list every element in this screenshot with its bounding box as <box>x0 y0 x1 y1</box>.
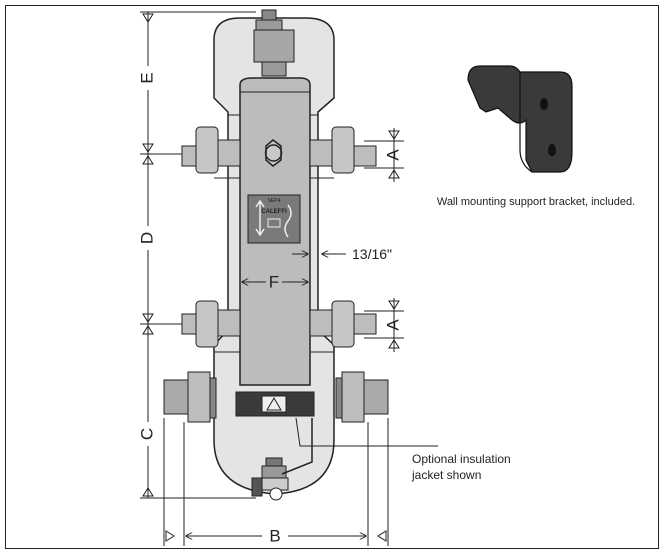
upper-right-union <box>309 126 377 174</box>
insulation-leader-line <box>295 417 438 447</box>
insulation-caption-line1: Optional insulation <box>412 452 511 466</box>
plate-swirl-icon <box>284 204 292 238</box>
insulation-caption-line2: jacket shown <box>411 468 481 482</box>
air-vent-base <box>261 61 287 77</box>
drain-neck <box>265 457 283 467</box>
warning-triangle-icon <box>266 397 282 411</box>
right-dimension-lines <box>364 128 404 352</box>
dimension-b-label: B <box>269 526 280 545</box>
dimension-b-outer-arrows <box>165 530 387 542</box>
hex-plug-ring <box>264 144 283 162</box>
lower-left-union <box>181 300 241 348</box>
left-dimension-arrows <box>142 13 154 497</box>
drain-hose-line <box>281 418 313 475</box>
dimension-d-label: D <box>137 232 156 244</box>
upper-left-union <box>181 126 241 174</box>
plate-magnet-icon <box>267 218 281 228</box>
lower-right-union <box>309 300 377 348</box>
drain-body <box>261 465 287 479</box>
dim-d-bg <box>138 226 158 250</box>
caleffi-label-plate: SEP4 CALEFFI <box>247 194 301 244</box>
left-dimension-lines <box>140 11 256 499</box>
dimension-a-upper-label: A <box>383 149 402 161</box>
hex-plug <box>265 139 282 167</box>
drain-cap <box>269 487 283 501</box>
insulation-gap-label: 13/16" <box>352 246 392 262</box>
right-alt-fitting <box>335 371 389 423</box>
drawing-frame <box>5 5 659 549</box>
dimension-f-label: F <box>269 272 279 291</box>
dimension-b-lines <box>163 418 389 546</box>
air-vent-cap <box>261 9 277 21</box>
dim-e-bg <box>138 66 158 90</box>
wall-bracket-image <box>467 65 573 173</box>
dimension-c-label: C <box>137 428 156 440</box>
plate-brand: CALEFFI <box>261 209 287 215</box>
air-vent-nut <box>255 19 283 31</box>
bracket-caption: Wall mounting support bracket, included. <box>437 196 635 208</box>
plate-flow-arrow-icon <box>255 199 265 237</box>
dim-c-bg <box>138 422 158 446</box>
dimension-a-lower-label: A <box>383 319 402 331</box>
dimension-e-label: E <box>137 72 156 83</box>
drain-handle <box>251 477 263 497</box>
right-dimension-arrows <box>388 130 400 349</box>
left-alt-fitting <box>163 371 217 423</box>
air-vent-body <box>253 29 295 63</box>
plate-series: SEP4 <box>268 198 281 204</box>
